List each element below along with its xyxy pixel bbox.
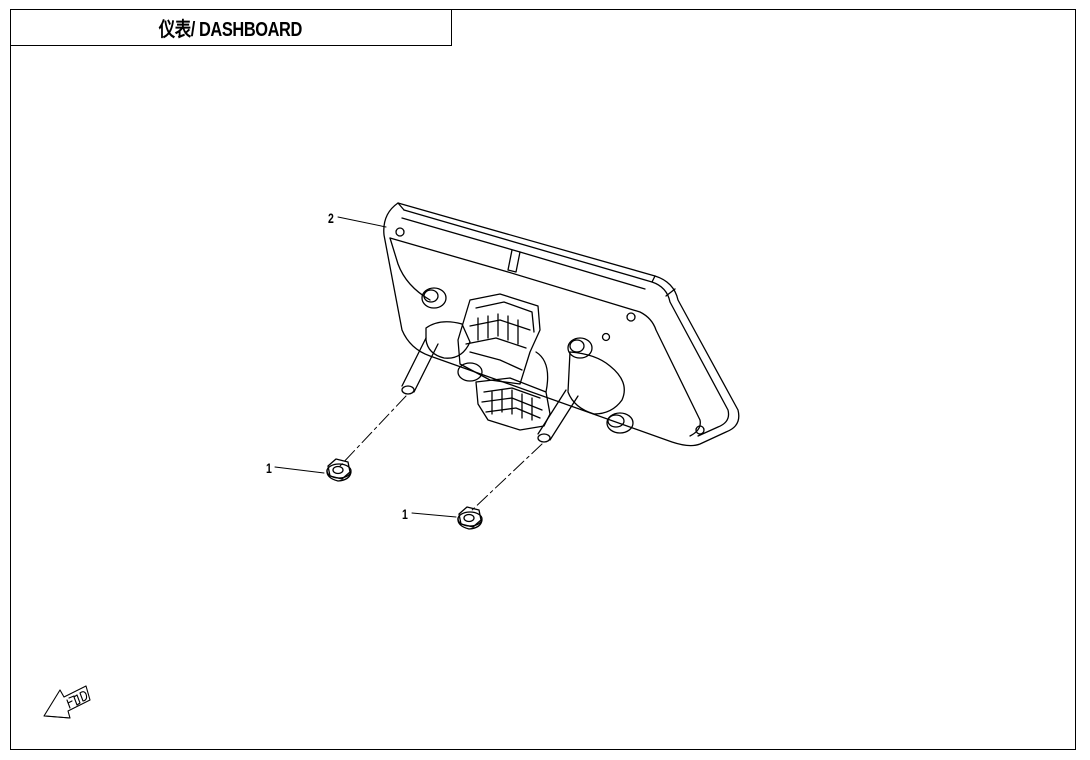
callout-label-1-upper: 1 (266, 460, 272, 476)
fwd-arrow-icon (43, 685, 91, 719)
upper-connector (457, 293, 541, 385)
dashboard-housing (383, 202, 740, 447)
right-stud (537, 389, 579, 441)
callout-label-2: 2 (328, 210, 334, 226)
flange-nut-lower (457, 506, 483, 530)
callout-label-1-lower: 1 (402, 506, 408, 522)
leader-2 (337, 216, 387, 228)
leader-1b (411, 512, 457, 518)
dashboard-assembly (383, 202, 740, 447)
flange-nut-upper (326, 458, 352, 482)
left-stud (401, 337, 439, 393)
drawing-frame (10, 9, 1076, 750)
right-centerline (469, 443, 543, 513)
leader-1a (274, 466, 325, 474)
dashboard-rear-cover (389, 237, 701, 437)
left-centerline (339, 395, 407, 467)
page-title: 仪表/ DASHBOARD (158, 18, 303, 41)
lower-connector (475, 377, 551, 431)
title-block: 仪表/ DASHBOARD (10, 9, 452, 46)
